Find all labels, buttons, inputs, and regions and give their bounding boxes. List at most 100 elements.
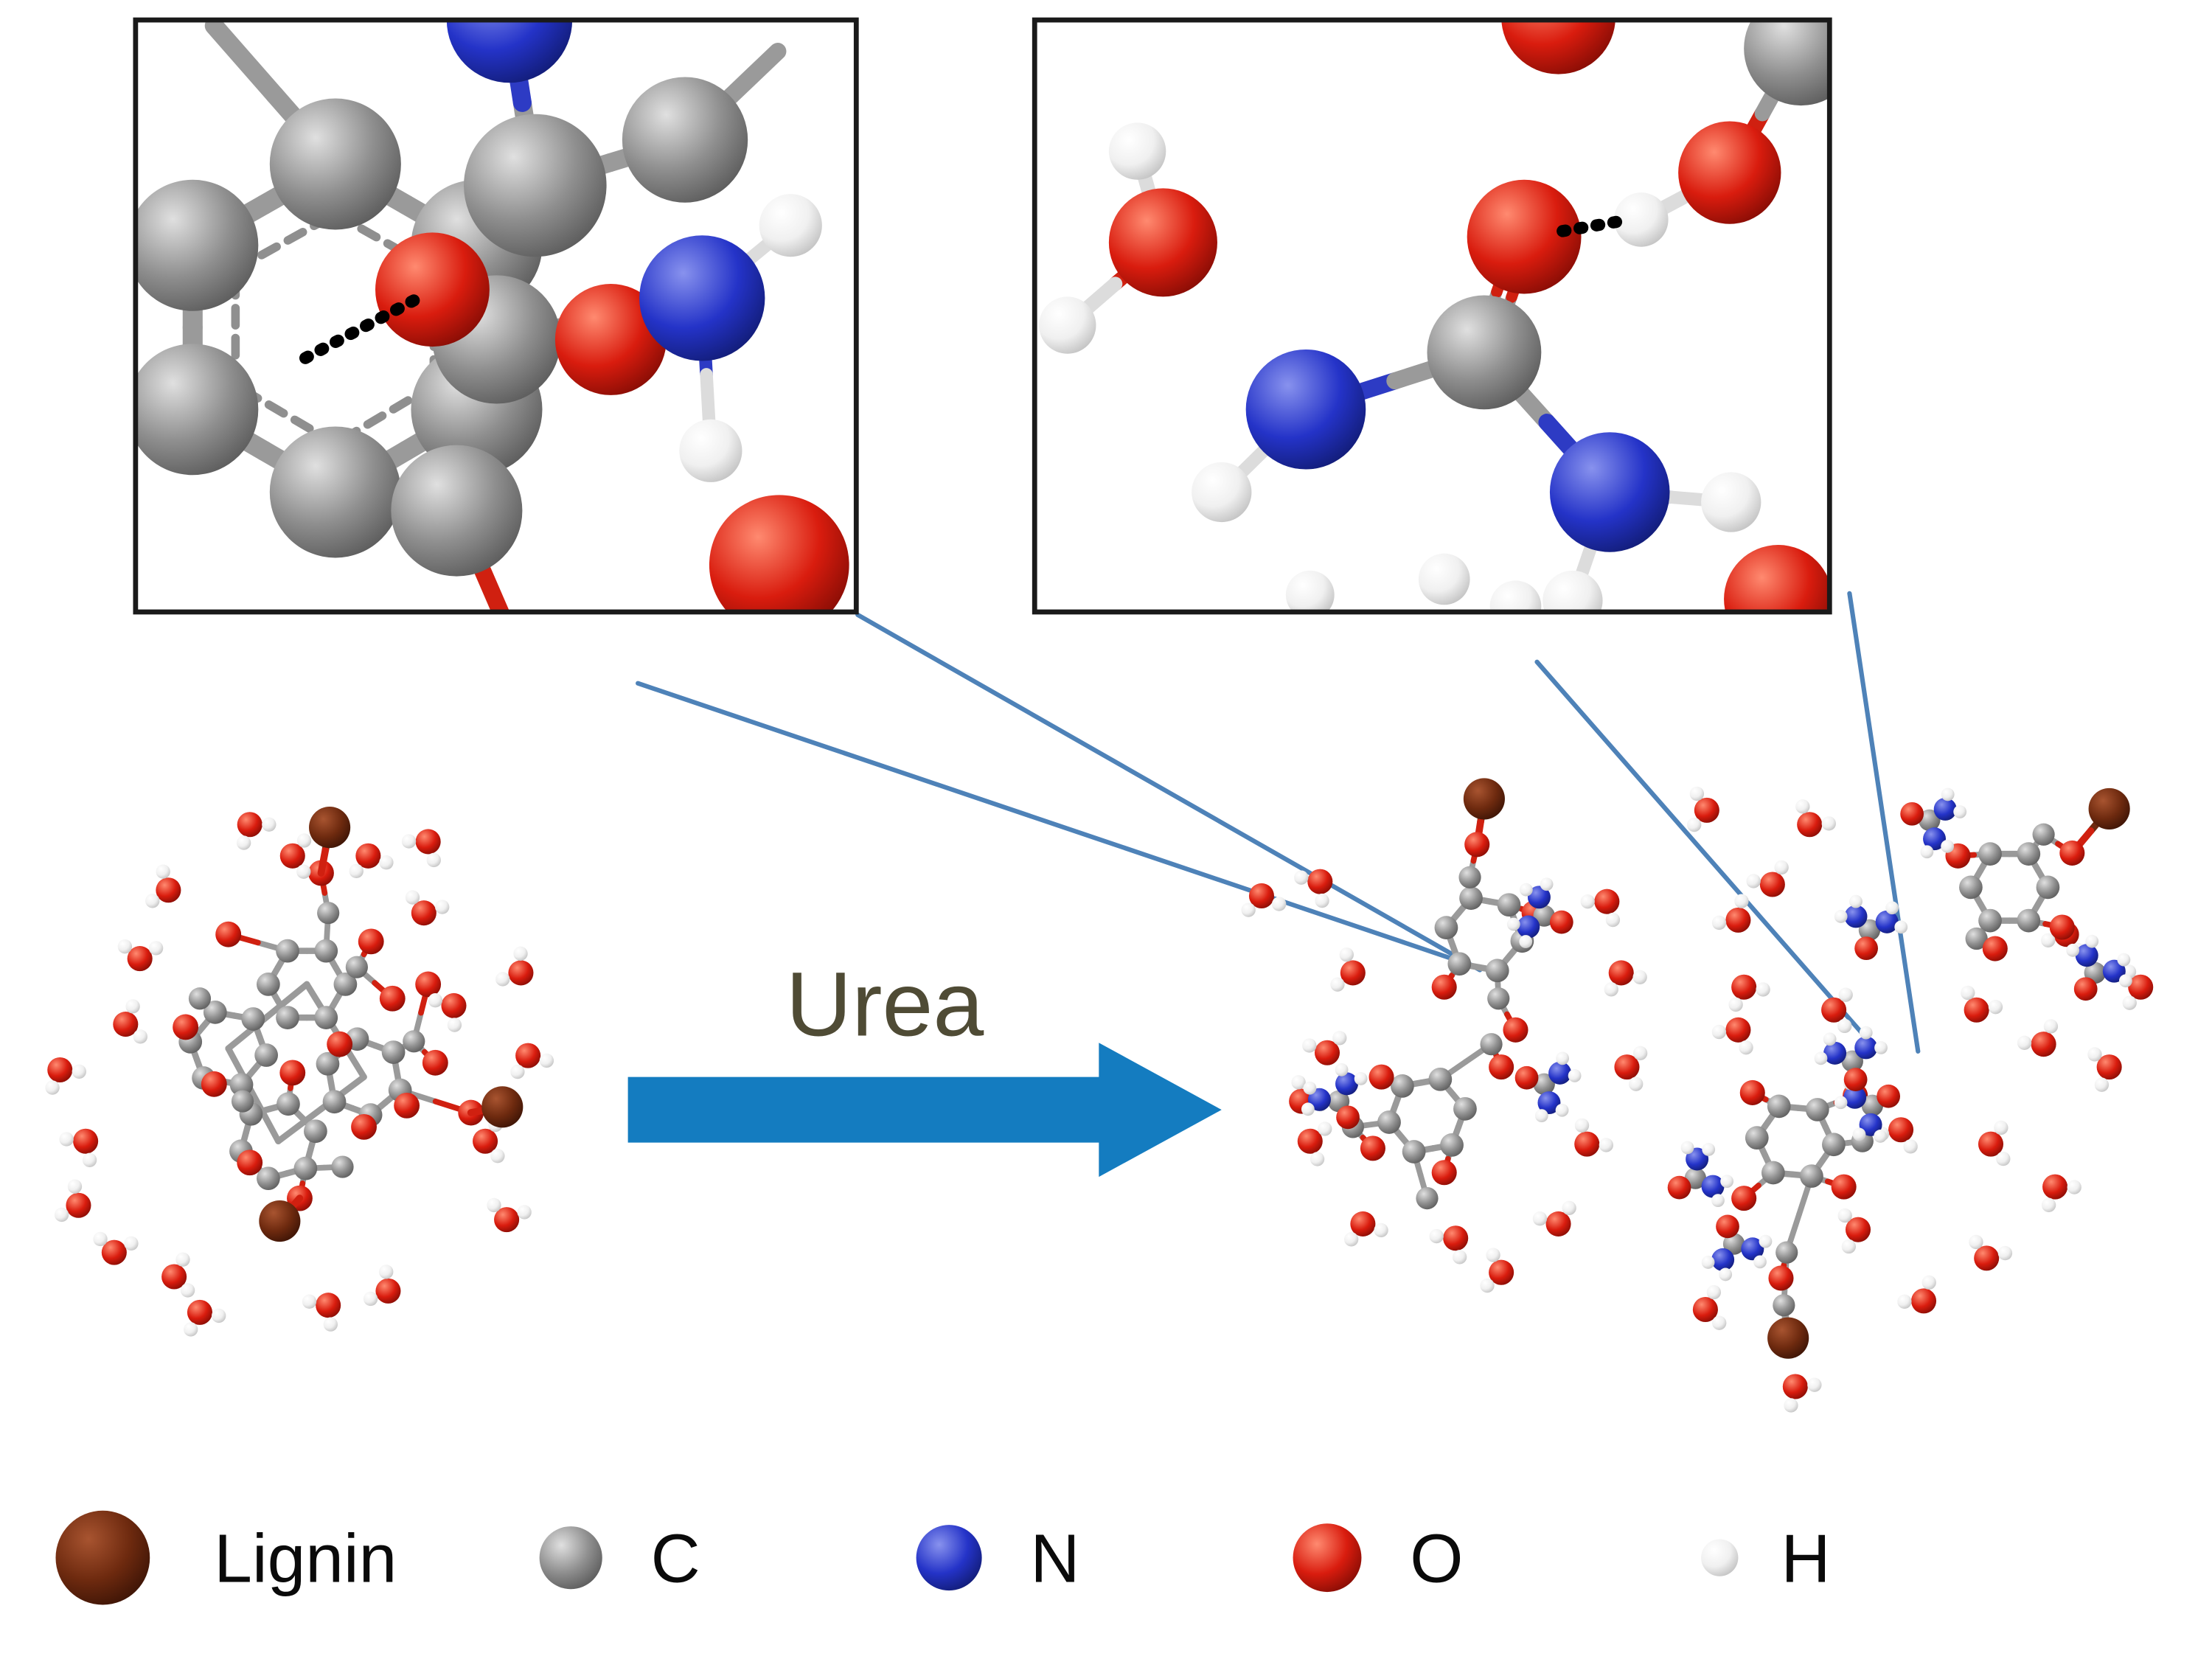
h-atom [1702, 1143, 1716, 1156]
water-molecule [1614, 1046, 1648, 1091]
water-molecule [1728, 974, 1770, 1012]
o-atom [1368, 1064, 1394, 1090]
urea-molecule [1506, 877, 1573, 948]
o-atom [279, 843, 305, 869]
h-atom [1039, 296, 1096, 354]
h-atom [1241, 902, 1256, 917]
inset-lignin-urea-hbond [133, 17, 859, 615]
h-atom [1994, 1120, 2008, 1135]
o-atom [1340, 960, 1366, 986]
h-atom [1192, 462, 1252, 523]
h-atom [2122, 995, 2137, 1010]
h-atom [1807, 1377, 1822, 1392]
h-atom [1821, 816, 1836, 831]
h-atom [2117, 953, 2131, 967]
water-molecule [401, 829, 441, 868]
c-atom [345, 956, 368, 978]
water-molecule [1241, 883, 1287, 917]
h-atom [1429, 1228, 1444, 1244]
o-atom [1982, 936, 2008, 961]
water-molecule [54, 1179, 91, 1222]
h-atom [1728, 997, 1743, 1012]
o-atom [1667, 1175, 1691, 1200]
o-atom [237, 812, 262, 838]
h-atom [1285, 570, 1335, 612]
h-atom [405, 890, 420, 905]
h-atom [1302, 1038, 1317, 1053]
h-atom [1556, 1051, 1570, 1065]
legend-item-oxygen: O [1293, 1520, 1464, 1597]
n-atom [1549, 432, 1670, 552]
o-atom [1725, 907, 1751, 933]
urea-molecule [1701, 1214, 1773, 1281]
water-molecule [45, 1057, 86, 1095]
o-atom [2031, 1032, 2056, 1057]
h-atom [379, 855, 394, 870]
h-atom [435, 900, 450, 914]
urea-molecule [1834, 894, 1908, 961]
h-atom [1330, 977, 1345, 992]
n-atom [2102, 959, 2126, 983]
c-atom [333, 973, 358, 996]
h-atom [1701, 1256, 1715, 1269]
h-atom [82, 1152, 97, 1167]
h-atom [2067, 1180, 2081, 1194]
h-atom [1814, 1051, 1828, 1065]
h-atom [1339, 947, 1354, 962]
h-atom [1711, 1024, 1727, 1040]
water-molecule [1969, 1234, 2013, 1271]
c-atom [1978, 842, 2002, 866]
c-atom [1447, 952, 1472, 976]
n-atom [1933, 797, 1957, 821]
h-atom [1837, 1018, 1852, 1034]
h-atom [2043, 1019, 2059, 1034]
lignin-atom [309, 807, 351, 849]
o-atom [422, 1049, 448, 1076]
h-atom [1315, 893, 1329, 908]
c-atom [276, 1006, 299, 1030]
h-atom [1941, 839, 1955, 853]
h-atom [1599, 1138, 1614, 1152]
n-atom [916, 1525, 982, 1591]
bond-stick [250, 1091, 282, 1144]
n-atom [1307, 1088, 1331, 1111]
c-atom [254, 1043, 279, 1067]
o-atom [1978, 1131, 2004, 1157]
h-atom [426, 852, 441, 868]
o-atom [113, 1012, 139, 1037]
o-atom [1574, 1131, 1600, 1157]
water-molecule [1604, 960, 1647, 997]
h-atom [487, 1197, 501, 1213]
lignin-water-aggregate [45, 807, 554, 1337]
o-atom [73, 1128, 99, 1154]
h-atom [1555, 1103, 1569, 1117]
n-atom [639, 235, 765, 361]
legend-label-nitrogen: N [1030, 1520, 1079, 1597]
c-atom [1722, 1233, 1745, 1255]
h-atom [296, 864, 311, 879]
legend-item-lignin: Lignin [55, 1510, 397, 1605]
c-atom [229, 1073, 254, 1096]
c-atom [1761, 1161, 1785, 1185]
c-atom [317, 902, 340, 925]
o-atom [1467, 179, 1582, 294]
h-atom [93, 1231, 108, 1247]
water-molecule [1302, 1031, 1347, 1065]
c-atom [381, 1040, 406, 1064]
water-molecule [2087, 1047, 2122, 1092]
c-atom [1487, 987, 1510, 1010]
o-atom [494, 1207, 520, 1233]
water-molecule [145, 864, 181, 908]
h-atom [1701, 472, 1761, 532]
water-molecule [1330, 947, 1366, 992]
n-atom [2075, 944, 2098, 967]
c-atom [2017, 842, 2041, 866]
o-atom [1694, 797, 1719, 823]
c-atom [314, 1006, 338, 1030]
c-atom [1805, 1098, 1829, 1121]
o-atom [1464, 832, 1490, 858]
h-atom [1108, 122, 1166, 180]
c-atom [331, 1155, 354, 1178]
h-atom [349, 863, 364, 879]
